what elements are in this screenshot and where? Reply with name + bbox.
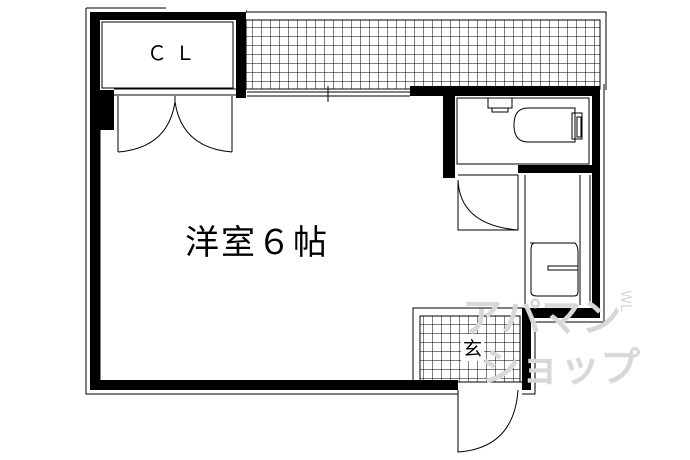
balcony [245,10,607,102]
walls [90,12,600,390]
watermark-mark: WL [617,290,633,312]
main-room-label: 洋室６帖 [185,223,329,263]
watermark-line2: ショップ [480,345,640,391]
entrance-label: 玄 [461,334,485,361]
wall-outlines [85,7,605,453]
watermark-line1: アパマン [462,295,622,341]
closet-label: ＣＬ [147,41,203,65]
